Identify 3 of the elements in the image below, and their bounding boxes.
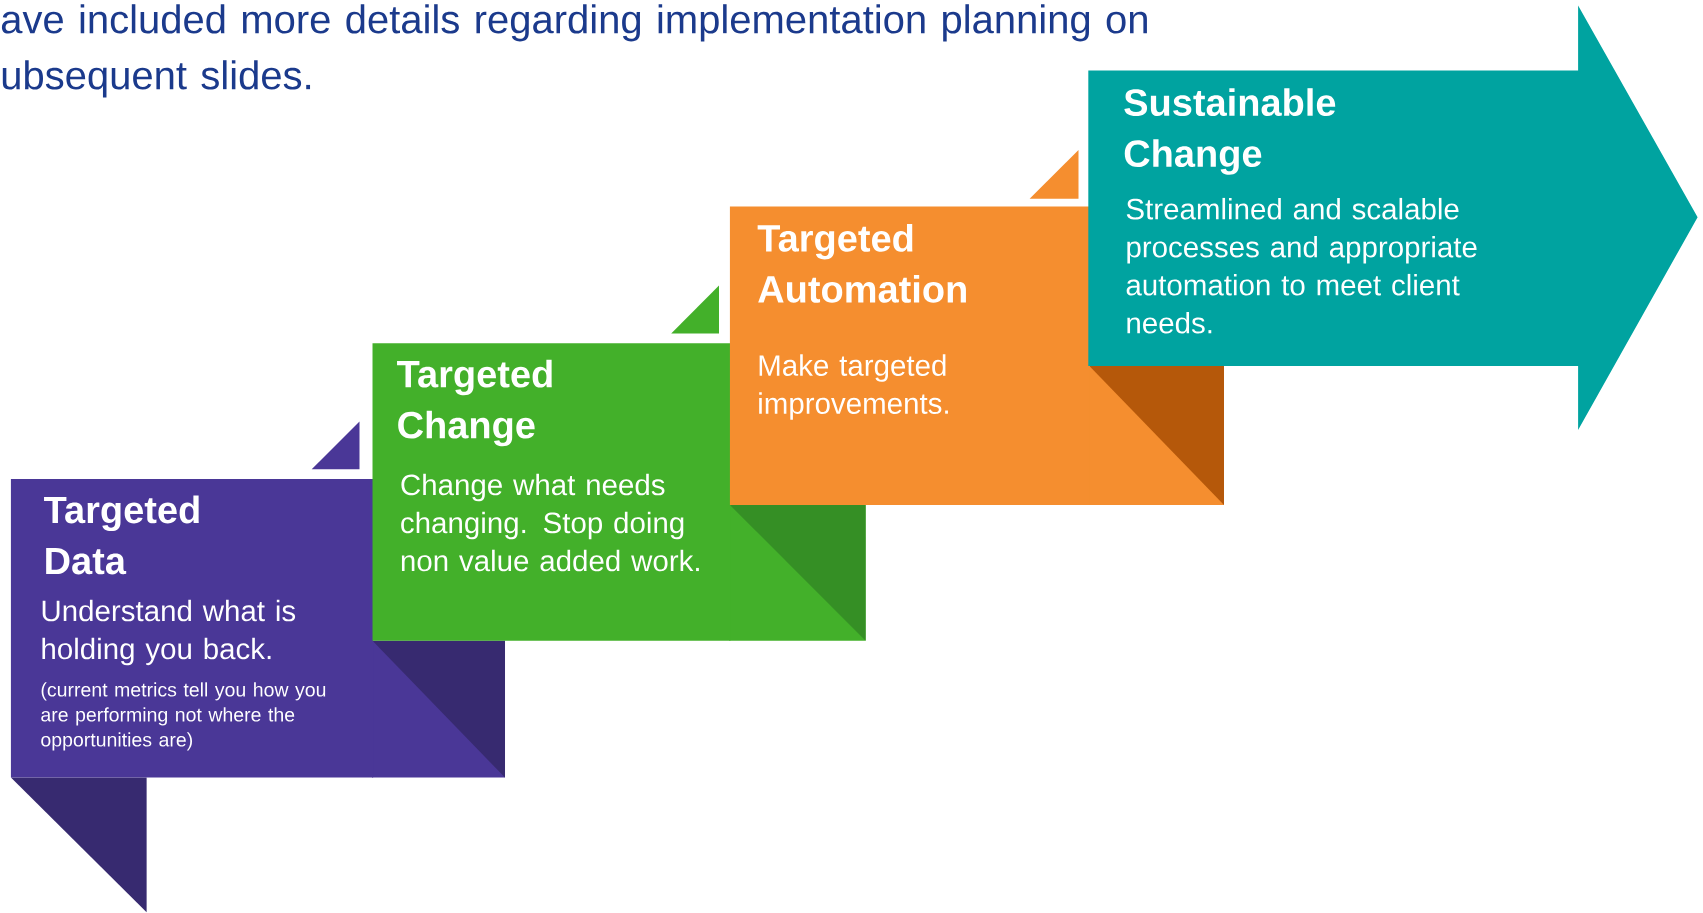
step-banner: Targeted Automation Make targeted improvements.	[729, 149, 1090, 505]
step-banner: Targeted Change Change what needs changing. Stop doing non value added work.	[372, 285, 731, 641]
step-banner: Targeted Data Understand what is holding you back. (current metrics tell you how you are performing not where the opportunities are)	[10, 421, 374, 913]
